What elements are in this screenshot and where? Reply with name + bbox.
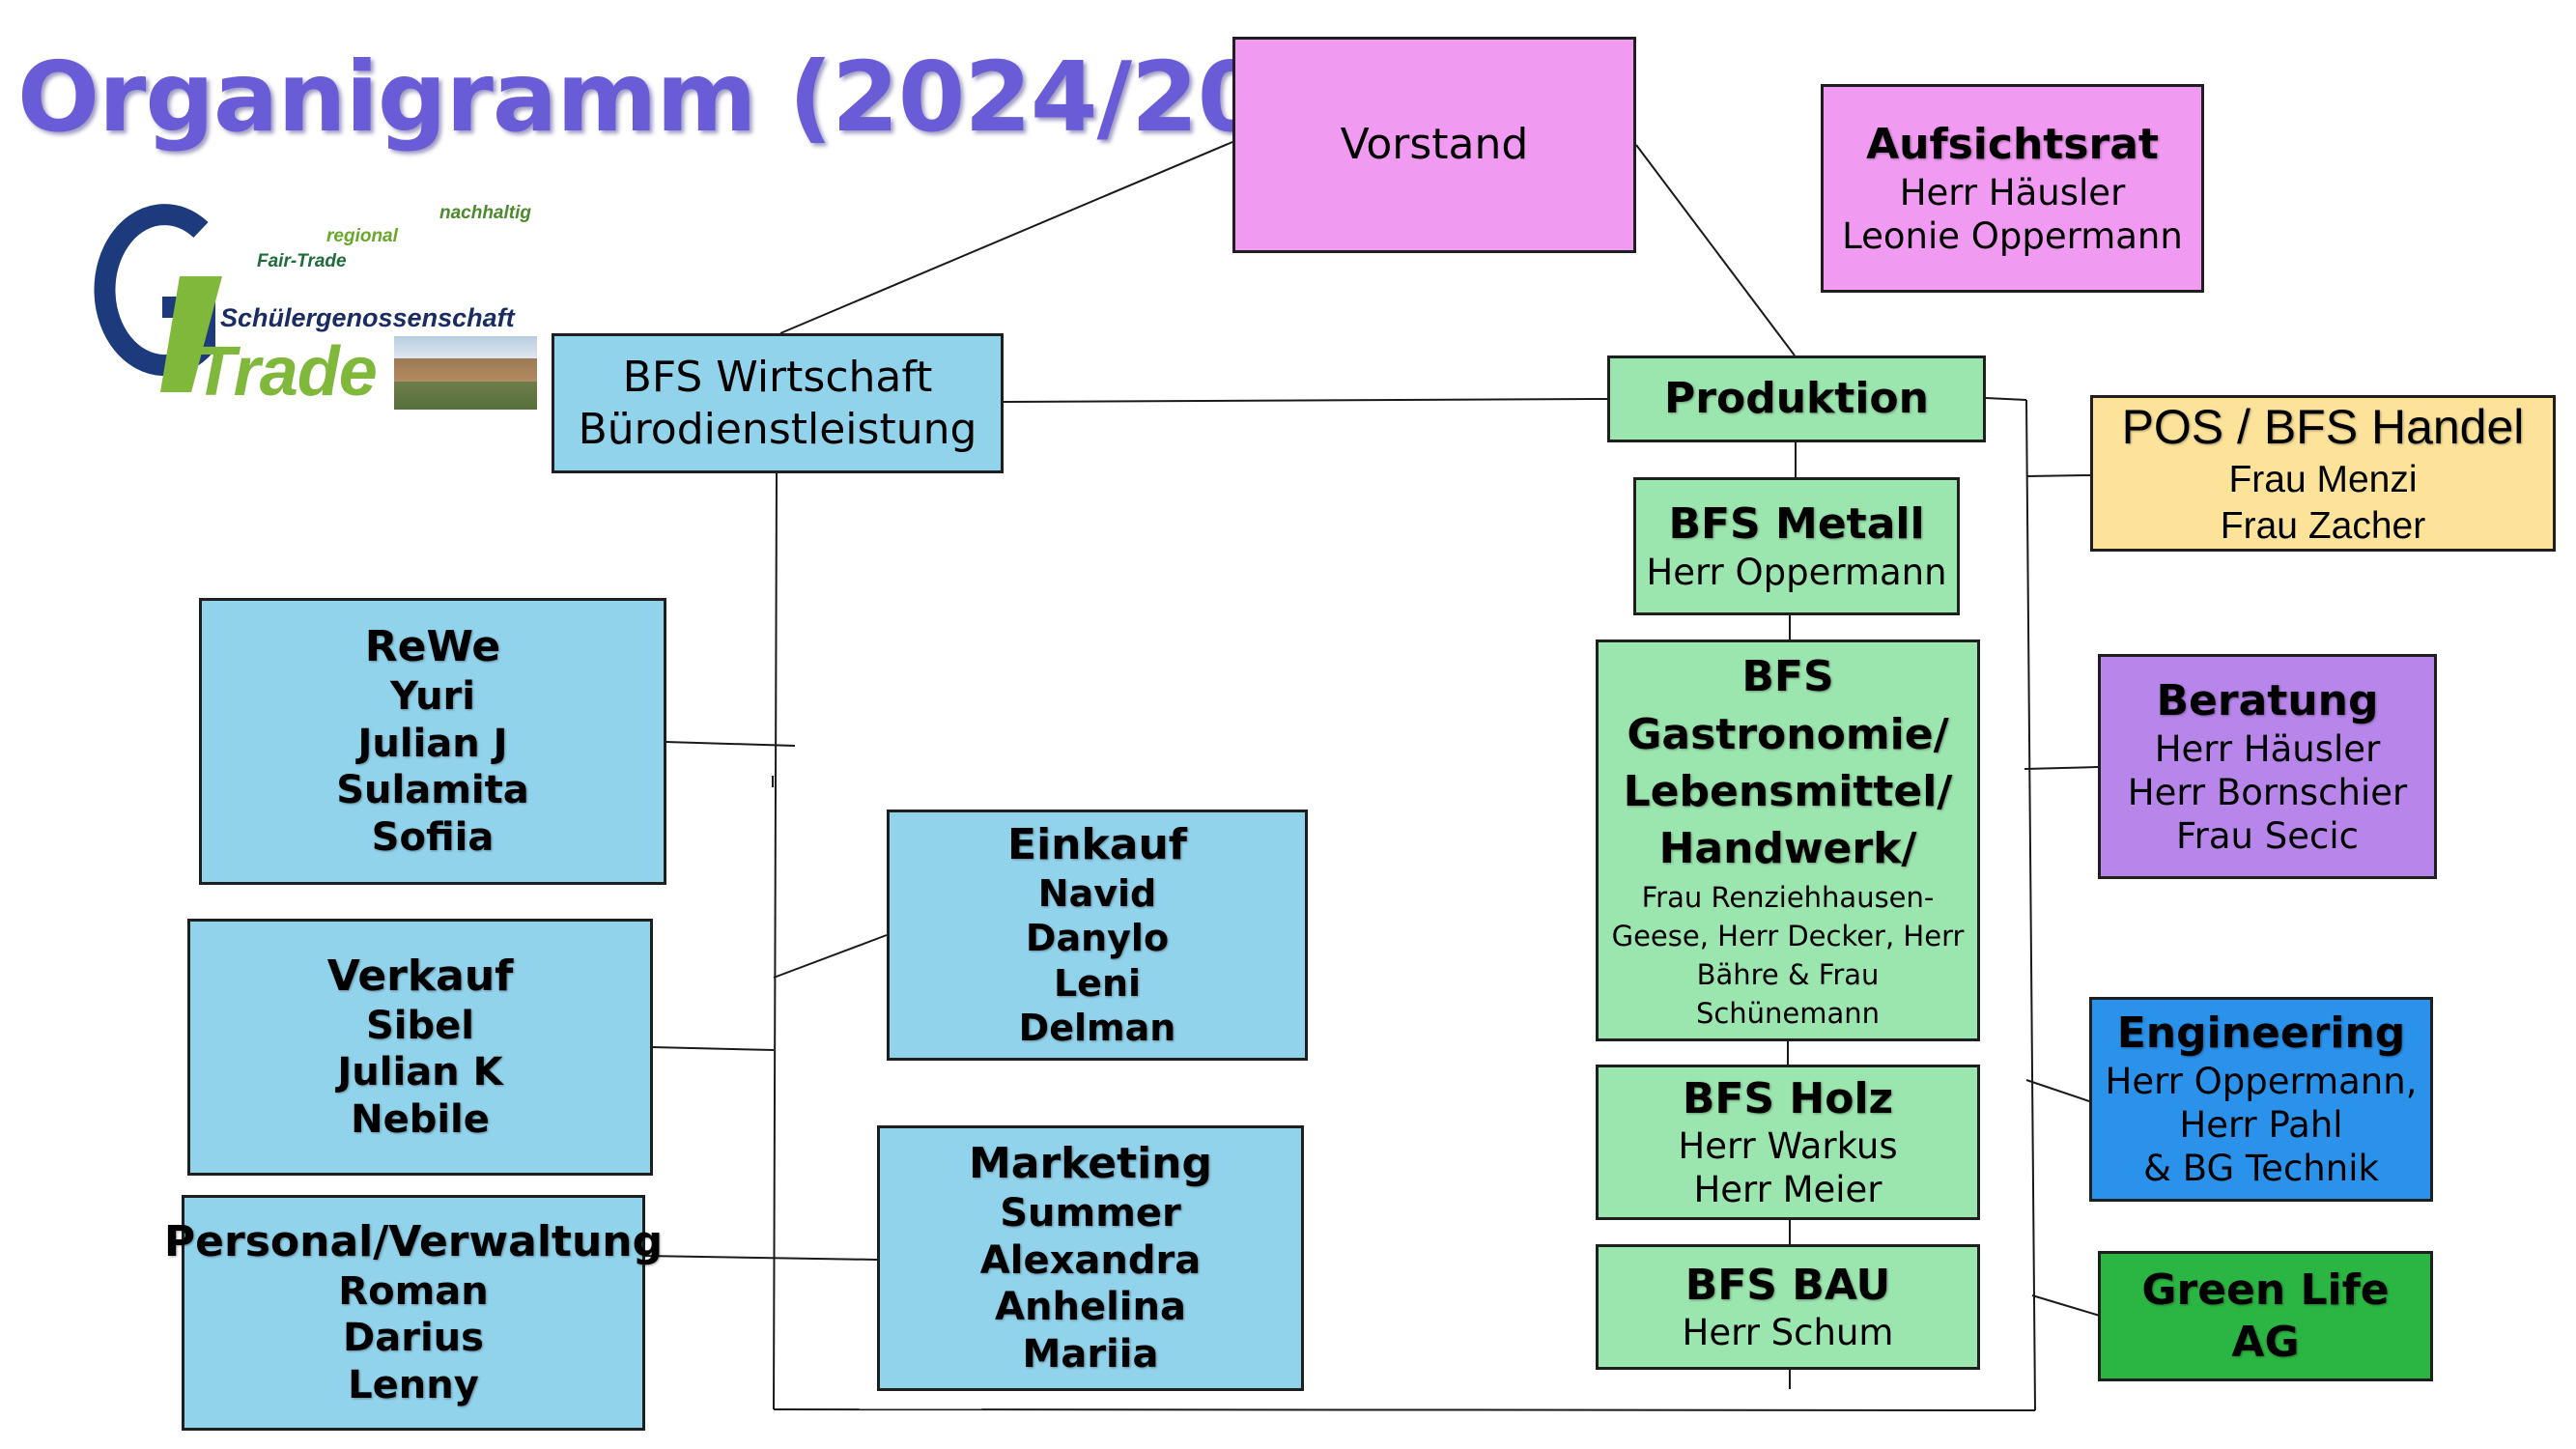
member-name: Herr Schum bbox=[1682, 1312, 1894, 1354]
member-name: Geese, Herr Decker, Herr bbox=[1611, 919, 1965, 952]
member-name: Herr Pahl bbox=[2179, 1104, 2343, 1147]
member-name: Danylo bbox=[1025, 917, 1170, 960]
connector-line bbox=[1635, 144, 1796, 356]
member-name: Frau Menzi bbox=[2228, 458, 2418, 500]
produktion-box: Produktion bbox=[1607, 355, 1986, 442]
member-name: Summer bbox=[1000, 1190, 1181, 1236]
bfs-holz-box: BFS Holz Herr Warkus Herr Meier bbox=[1596, 1065, 1980, 1220]
connector-line bbox=[2031, 1294, 2101, 1317]
member-name: Herr Warkus bbox=[1678, 1125, 1898, 1168]
member-name: Bähre & Frau bbox=[1696, 957, 1880, 991]
member-name: Anhelina bbox=[995, 1285, 1186, 1330]
member-name: Sulamita bbox=[336, 768, 529, 813]
bfs-wirtschaft-box: BFS Wirtschaft Bürodienstleistung bbox=[552, 333, 1004, 473]
box-title: BFS Wirtschaft bbox=[622, 352, 933, 402]
box-title: Engineering bbox=[2116, 1009, 2406, 1059]
member-name: Julian J bbox=[357, 721, 508, 766]
box-title: Green Life AG bbox=[2141, 1264, 2390, 1367]
box-title: Personal/Verwaltung bbox=[163, 1216, 664, 1266]
connector-line bbox=[1002, 398, 1608, 403]
verkauf-box: Verkauf Sibel Julian K Nebile bbox=[187, 919, 653, 1176]
member-name: Frau Zacher bbox=[2220, 504, 2426, 547]
logo-tagline-fairtrade: Fair-Trade bbox=[257, 251, 347, 271]
member-name: Leonie Oppermann bbox=[1842, 214, 2183, 257]
box-title: Beratung bbox=[2156, 675, 2379, 725]
connector-line bbox=[779, 141, 1233, 334]
member-name: Nebile bbox=[351, 1097, 490, 1143]
member-name: Sofiia bbox=[371, 815, 495, 861]
engineering-box: Engineering Herr Oppermann, Herr Pahl & … bbox=[2089, 997, 2433, 1202]
member-name: Herr Meier bbox=[1693, 1169, 1882, 1211]
bfs-gastronomie-box: BFS Gastronomie/ Lebensmittel/ Handwerk/… bbox=[1596, 639, 1980, 1041]
member-name: Herr Häusler bbox=[1899, 171, 2126, 213]
connector-line bbox=[2025, 474, 2091, 477]
member-name: Yuri bbox=[390, 673, 475, 719]
member-name: Roman bbox=[338, 1268, 489, 1314]
member-name: Alexandra bbox=[979, 1237, 1202, 1283]
vorstand-box: Vorstand bbox=[1232, 37, 1636, 253]
bfs-bau-box: BFS BAU Herr Schum bbox=[1596, 1244, 1980, 1370]
member-name: Frau Secic bbox=[2176, 814, 2359, 857]
connector-line bbox=[1985, 397, 2027, 401]
box-title: Verkauf bbox=[326, 951, 514, 1001]
box-title: Aufsichtsrat bbox=[1866, 120, 2159, 170]
green-life-ag-box: Green Life AG bbox=[2098, 1251, 2433, 1381]
connector-line bbox=[773, 472, 778, 1410]
member-name: Herr Bornschier bbox=[2127, 771, 2408, 813]
connector-line bbox=[665, 741, 796, 747]
logo-org-type: Schülergenossenschaft bbox=[220, 303, 515, 332]
g-letter-mark bbox=[94, 204, 222, 392]
personal-verwaltung-box: Personal/Verwaltung Roman Darius Lenny bbox=[164, 1195, 663, 1431]
logo-wordmark: Trade bbox=[193, 333, 378, 411]
logo-tagline-sustainable: nachhaltig bbox=[439, 203, 531, 223]
connector-line bbox=[773, 1408, 2036, 1411]
school-building-photo bbox=[394, 336, 537, 410]
box-title: ReWe bbox=[364, 622, 501, 672]
rewe-box: ReWe Yuri Julian J Sulamita Sofiia bbox=[199, 598, 666, 885]
connector-line bbox=[773, 934, 888, 979]
logo-tagline-regional: regional bbox=[326, 226, 398, 246]
member-name: Julian K bbox=[337, 1050, 503, 1095]
member-name: Schünemann bbox=[1695, 996, 1881, 1030]
connector-line bbox=[2025, 1079, 2090, 1102]
aufsichtsrat-box: Aufsichtsrat Herr Häusler Leonie Opperma… bbox=[1821, 84, 2204, 293]
box-title: Handwerk/ bbox=[1658, 824, 1917, 874]
page-title: Organigramm (2024/2025) bbox=[17, 41, 1440, 154]
member-name: & BG Technik bbox=[2143, 1148, 2379, 1190]
box-title: Lebensmittel/ bbox=[1623, 766, 1953, 816]
member-name: Herr Oppermann bbox=[1646, 551, 1947, 593]
box-title: Produktion bbox=[1664, 374, 1929, 424]
member-name: Delman bbox=[1018, 1007, 1176, 1050]
connector-line bbox=[2024, 766, 2099, 770]
box-title: BFS Metall bbox=[1668, 499, 1925, 550]
box-title: POS / BFS Handel bbox=[2121, 399, 2525, 454]
box-title: Einkauf bbox=[1007, 820, 1187, 870]
box-title: BFS BAU bbox=[1684, 1260, 1891, 1310]
box-title: BFS Holz bbox=[1682, 1073, 1894, 1123]
member-name: Navid bbox=[1037, 872, 1157, 916]
marketing-box: Marketing Summer Alexandra Anhelina Mari… bbox=[877, 1125, 1304, 1391]
box-subtitle: Bürodienstleistung bbox=[578, 404, 977, 454]
member-name: Mariia bbox=[1022, 1332, 1159, 1378]
einkauf-box: Einkauf Navid Danylo Leni Delman bbox=[887, 810, 1308, 1061]
member-name: Frau Renziehhausen- bbox=[1641, 880, 1935, 914]
connector-line bbox=[651, 1046, 775, 1051]
bfs-metall-box: BFS Metall Herr Oppermann bbox=[1633, 477, 1960, 615]
member-name: Herr Oppermann, bbox=[2105, 1061, 2418, 1103]
member-name: Lenny bbox=[348, 1363, 479, 1408]
member-name: Herr Häusler bbox=[2154, 727, 2381, 770]
pos-bfs-handel-box: POS / BFS Handel Frau Menzi Frau Zacher bbox=[2090, 395, 2556, 552]
box-title: BFS bbox=[1741, 652, 1834, 702]
connector-line bbox=[643, 1255, 878, 1261]
cooperative-logo: nachhaltig regional Fair-Trade Schülerge… bbox=[87, 191, 541, 423]
box-title: Gastronomie/ bbox=[1627, 709, 1949, 759]
member-name: Leni bbox=[1053, 961, 1142, 1005]
box-title: Marketing bbox=[968, 1139, 1213, 1189]
beratung-box: Beratung Herr Häusler Herr Bornschier Fr… bbox=[2098, 654, 2437, 879]
connector-line bbox=[2025, 399, 2036, 1411]
member-name: Sibel bbox=[366, 1003, 474, 1048]
box-title: Vorstand bbox=[1340, 120, 1529, 170]
member-name: Darius bbox=[343, 1316, 484, 1361]
